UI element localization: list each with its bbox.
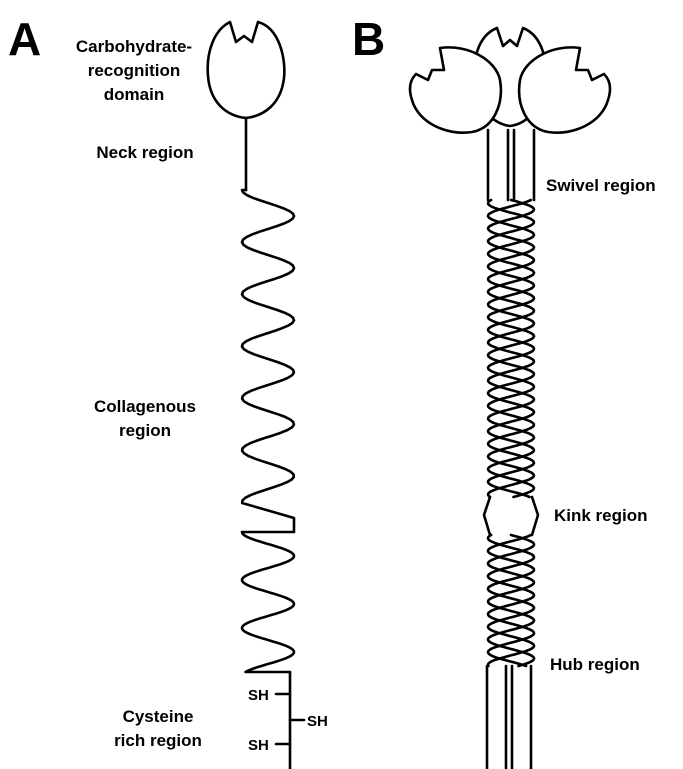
panel-a: A Carbohydrate- recognition domain Neck …: [8, 13, 328, 769]
hub-region-label: Hub region: [550, 655, 640, 674]
kink-region-label: Kink region: [554, 506, 648, 525]
sh-label-3: SH: [248, 737, 269, 754]
carbohydrate-recognition-domain-shape: [208, 22, 285, 118]
swivel-stalk: [488, 130, 534, 200]
hub-stalk: [487, 666, 531, 769]
collagenous-label-line1: Collagenous: [94, 397, 196, 416]
collagenous-triple-helix: [488, 200, 534, 666]
neck-region-label: Neck region: [96, 143, 193, 162]
cysteine-label-line2: rich region: [114, 731, 202, 750]
crd-label-line3: domain: [104, 85, 164, 104]
collagenous-helix: [242, 190, 294, 672]
crd-head-left: [410, 47, 501, 132]
panel-b: B Swivel region Kink region Hub region: [352, 13, 656, 769]
panel-b-letter: B: [352, 13, 385, 65]
cysteine-label-line1: Cysteine: [123, 707, 194, 726]
sh-label-2: SH: [307, 713, 328, 730]
crd-head-right: [519, 47, 610, 132]
collagenous-label-line2: region: [119, 421, 171, 440]
kink-outline: [484, 497, 538, 535]
crd-label-line1: Carbohydrate-: [76, 37, 192, 56]
panel-a-letter: A: [8, 13, 41, 65]
sh-label-1: SH: [248, 687, 269, 704]
crd-label-line2: recognition: [88, 61, 181, 80]
swivel-region-label: Swivel region: [546, 176, 656, 195]
